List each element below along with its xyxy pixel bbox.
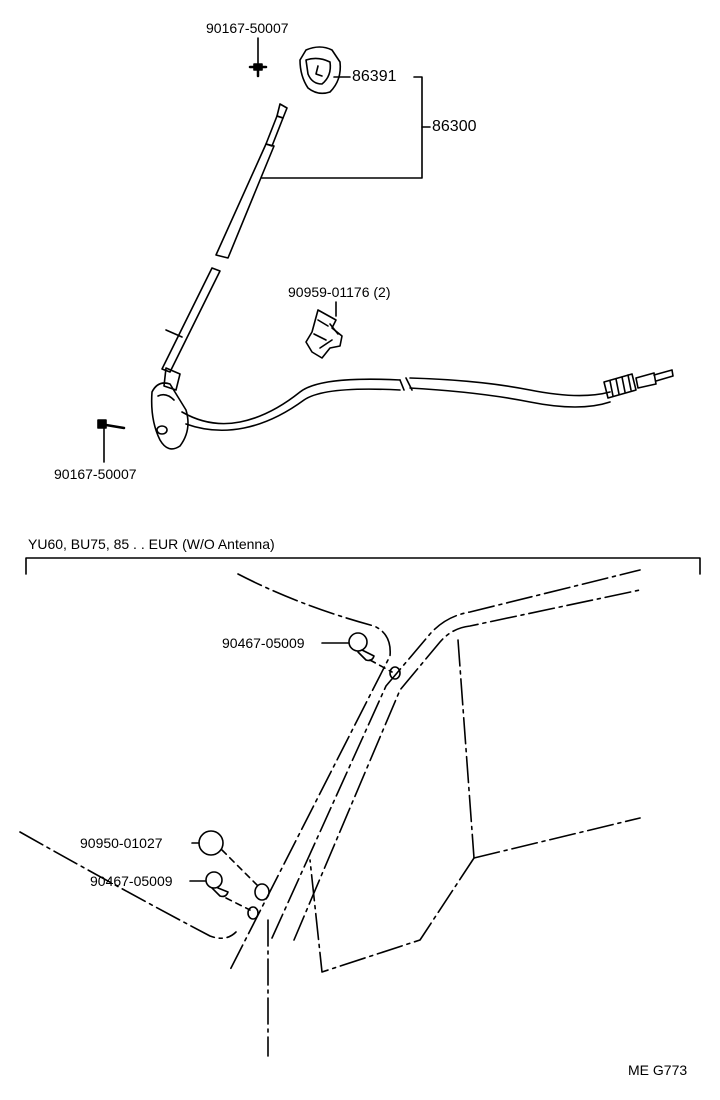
- antenna-cap-icon: [299, 46, 342, 95]
- screw-bottom-icon: [97, 419, 126, 463]
- cable-connector-icon: [603, 369, 674, 399]
- label-plug-top: 90467-05009: [222, 635, 305, 651]
- label-screw-bottom: 90167-50007: [54, 466, 137, 482]
- label-clamp-number: 90959-01176: [288, 284, 370, 300]
- label-plug-round: 90950-01027: [80, 835, 163, 851]
- assembly-bracket-line: [261, 76, 423, 179]
- antenna-base-icon: [150, 367, 189, 450]
- section-title: YU60, BU75, 85 . . EUR (W/O Antenna): [28, 536, 275, 552]
- antenna-mast-upper-icon: [215, 103, 288, 259]
- label-clamp: 90959-01176 (2): [288, 284, 391, 300]
- plug-top-icon: [348, 632, 401, 680]
- label-plug-bottom: 90467-05009: [90, 873, 173, 889]
- screw-top-icon: [248, 37, 268, 78]
- label-cap: 86391: [352, 68, 397, 85]
- label-assembly: 86300: [432, 118, 477, 135]
- plug-round-icon: [198, 830, 270, 901]
- body-panel-outline: [19, 569, 641, 1057]
- label-screw-top: 90167-50007: [206, 20, 289, 36]
- plug-bottom-icon: [205, 871, 259, 920]
- antenna-mast-lower-icon: [161, 267, 221, 373]
- cable-clamp-icon: [305, 301, 343, 359]
- antenna-cable-icon: [181, 377, 611, 432]
- label-clamp-qty: (2): [373, 284, 391, 300]
- drawing-code: ME G773: [628, 1062, 688, 1078]
- section-bracket: [25, 557, 701, 575]
